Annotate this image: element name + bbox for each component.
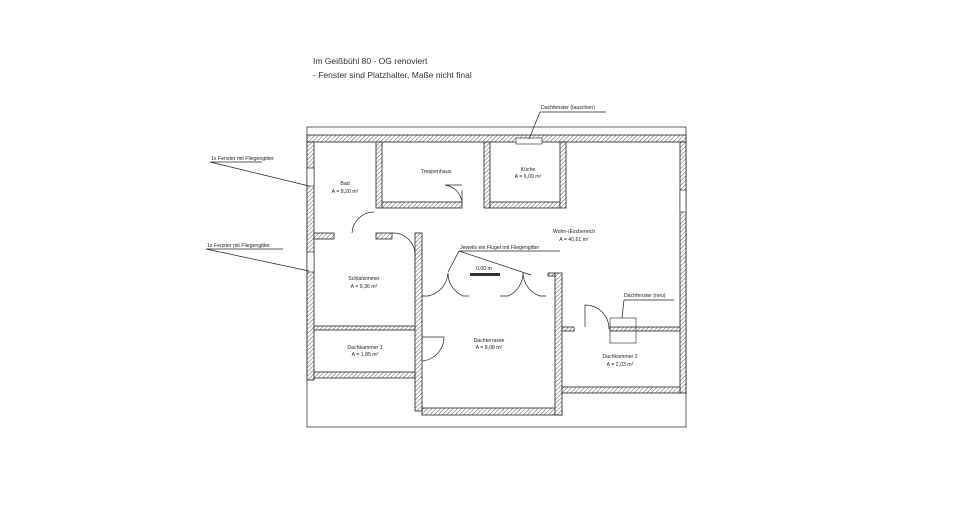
wall [561, 326, 575, 332]
roof-window-new [609, 317, 637, 344]
door [422, 272, 449, 297]
door [447, 272, 469, 297]
room-area: A = 6,09 m² [515, 174, 542, 180]
leader-line [528, 111, 606, 140]
window [306, 251, 315, 273]
room-name: Wohn-/Essbereich [553, 229, 595, 235]
door [444, 184, 463, 203]
room-name: Schlafzimmer [348, 276, 380, 282]
roof-window [515, 137, 543, 145]
room-area: A = 8,08 m² [476, 345, 503, 351]
wall [375, 232, 393, 240]
annotation-window-screen: 1x Fenster mit Fliegengitter [207, 243, 270, 249]
wall [559, 141, 567, 209]
plan-note: - Fenster sind Platzhalter, Maße nicht f… [313, 70, 472, 80]
leader-line [205, 248, 310, 272]
room-name: Bad [340, 181, 349, 187]
level-marker: 0,00 m [476, 266, 492, 272]
room-name: Dachkammer 2 [602, 354, 637, 360]
door [351, 211, 375, 234]
doors [351, 184, 610, 362]
door [584, 304, 610, 330]
wall [547, 272, 556, 277]
room-dachkammer-1: Dachkammer 1 A = 1,85 m² [347, 345, 382, 358]
annotation-door-screens: Jeweils ein Flügel mit Fliegengitter [460, 245, 540, 251]
wall [489, 201, 561, 209]
wall [554, 272, 563, 416]
wall [609, 326, 681, 332]
room-name: Dachkammer 1 [347, 345, 382, 351]
wall [313, 232, 335, 240]
annotation-roof-window-replace: Dachfenster (tauschen) [541, 105, 595, 111]
right-wall [679, 141, 687, 394]
room-dachkammer-2: Dachkammer 2 A = 2,03 m² [602, 354, 637, 368]
room-area: A = 2,03 m² [607, 362, 634, 368]
annotation-window-screen: 1x Fenster mit Fliegengitter [211, 156, 274, 162]
wall [375, 141, 383, 209]
leader-line [209, 161, 310, 187]
window [679, 189, 687, 213]
room-name: Treppenhaus [421, 169, 452, 175]
wall [313, 371, 416, 379]
room-name: Dachterrasse [474, 338, 505, 344]
opening-lintel [470, 273, 500, 276]
room-area: A = 40,61 m² [559, 237, 589, 243]
plan-title: Im Geißbühl 80 - OG renoviert [313, 56, 428, 66]
room-area: A = 8,20 m² [332, 189, 359, 195]
room-schlafzimmer: Schlafzimmer A = 9,36 m² [348, 276, 380, 290]
wall [414, 232, 423, 412]
room-name: Küche [521, 167, 536, 173]
room-kueche: Küche A = 6,09 m² [515, 167, 542, 180]
door [391, 232, 416, 258]
room-area: A = 1,85 m² [352, 352, 379, 358]
leader-line [447, 250, 560, 276]
room-bad: Bad A = 8,20 m² [332, 181, 359, 195]
top-wall [306, 134, 687, 143]
annotation-roof-window-new: Dachfenster (neu) [624, 293, 666, 299]
door [500, 272, 524, 297]
window [306, 167, 315, 187]
room-area: A = 9,36 m² [351, 284, 378, 290]
wall [421, 407, 563, 416]
wall [313, 325, 416, 331]
door [522, 272, 546, 297]
room-wohn-essbereich: Wohn-/Essbereich A = 40,61 m² [553, 229, 595, 243]
wall [381, 201, 463, 209]
leader-line [621, 299, 674, 319]
wall [561, 386, 681, 394]
wall [483, 141, 491, 209]
room-treppenhaus: Treppenhaus [421, 169, 452, 175]
room-dachterrasse: Dachterrasse A = 8,08 m² [474, 338, 505, 351]
door [421, 336, 445, 362]
